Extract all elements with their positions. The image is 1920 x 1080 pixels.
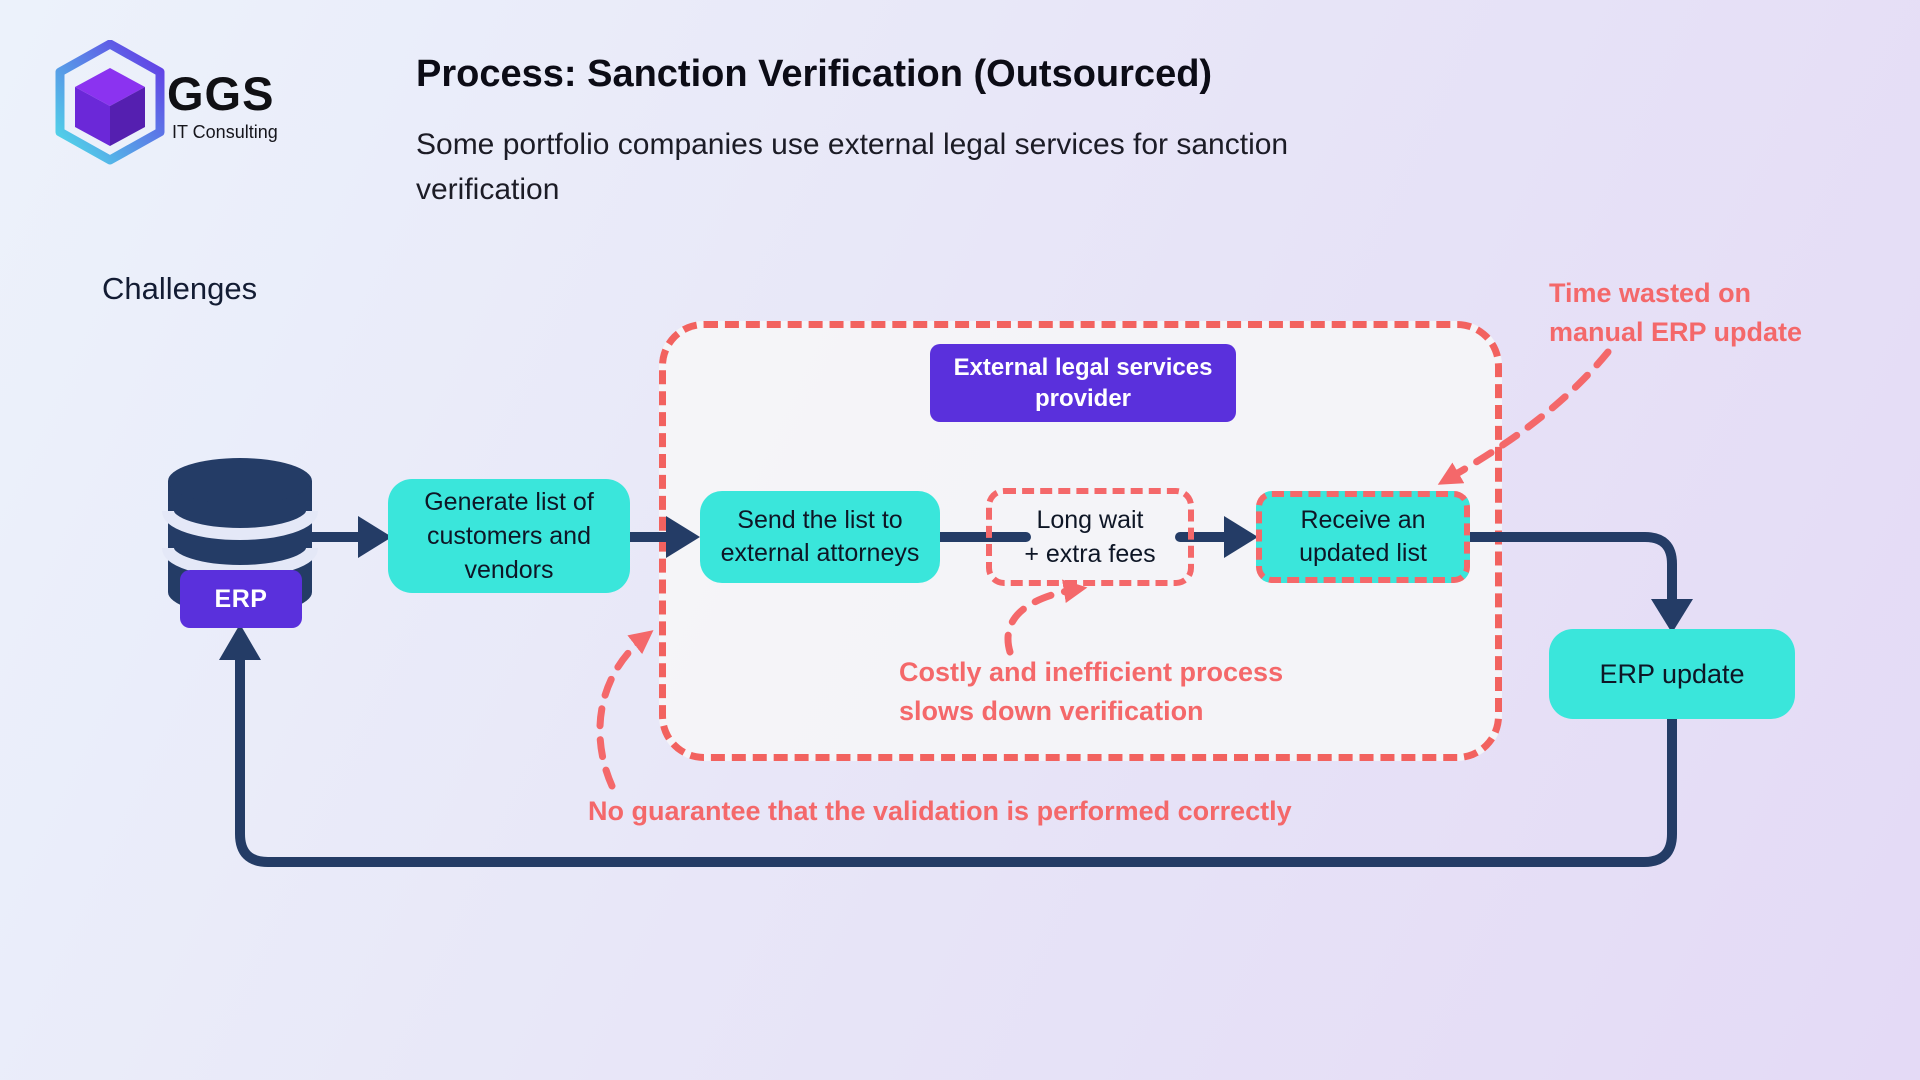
annotation-no-guarantee: No guarantee that the validation is perf… <box>588 796 1292 826</box>
annotation-costly-process: Costly and inefficient process slows dow… <box>899 657 1284 726</box>
node-generate-list-label: Generate list of customers and vendors <box>424 488 594 584</box>
node-external-provider-label: External legal services provider <box>953 354 1213 412</box>
node-external-provider: External legal services provider <box>930 344 1236 422</box>
challenges-label: Challenges <box>102 271 258 306</box>
erp-source-badge: ERP <box>180 570 302 628</box>
node-erp-update: ERP update <box>1549 629 1795 719</box>
node-long-wait-label: Long wait + extra fees <box>1024 506 1156 568</box>
page-title: Process: Sanction Verification (Outsourc… <box>416 53 1213 95</box>
node-long-wait: Long wait + extra fees <box>986 488 1194 586</box>
node-receive-list: Receive an updated list <box>1256 491 1470 583</box>
erp-source-label: ERP <box>214 584 268 613</box>
node-erp-update-label: ERP update <box>1599 658 1745 689</box>
arrowhead-into-erpupdate <box>1651 599 1693 633</box>
node-generate-list: Generate list of customers and vendors <box>388 479 630 593</box>
logo-cube-right <box>110 87 145 146</box>
ggs-logo-icon <box>55 40 165 165</box>
arrowhead-db-to-generate <box>358 516 392 558</box>
node-receive-list-label: Receive an updated list <box>1299 506 1427 567</box>
logo-tagline: IT Consulting <box>172 122 278 142</box>
logo-company-name: GGS <box>167 67 275 120</box>
page-subtitle: Some portfolio companies use external le… <box>416 128 1289 206</box>
node-send-list: Send the list to external attorneys <box>700 491 940 583</box>
db-disc-gap-1 <box>162 510 318 540</box>
node-send-list-label: Send the list to external attorneys <box>720 506 920 567</box>
arrow-no-guarantee-to-container <box>596 630 654 790</box>
annotation-time-wasted: Time wasted on manual ERP update <box>1549 278 1803 347</box>
logo-cube-left <box>75 87 110 146</box>
logo-hexagon <box>55 40 165 165</box>
